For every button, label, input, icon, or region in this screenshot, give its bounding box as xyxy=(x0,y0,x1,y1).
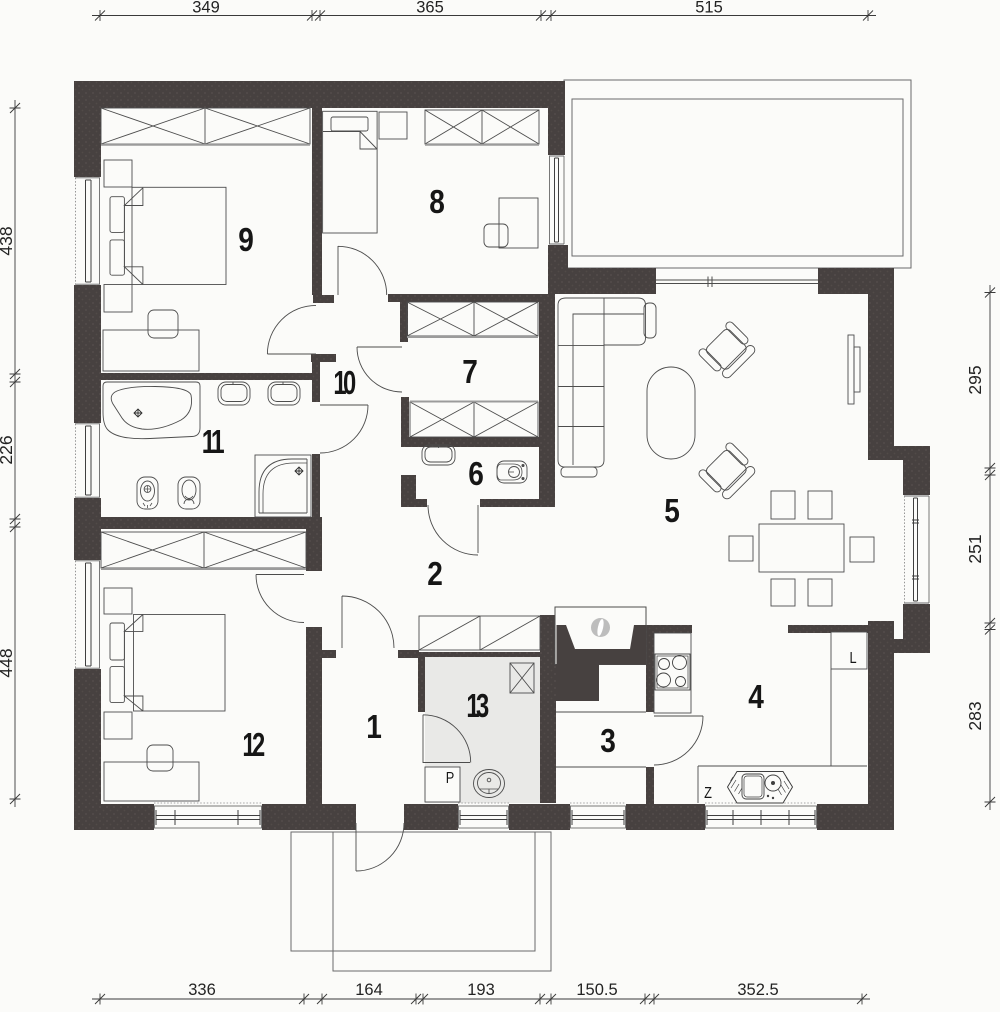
svg-text:L: L xyxy=(849,650,856,668)
svg-text:515: 515 xyxy=(695,0,723,17)
svg-text:150.5: 150.5 xyxy=(576,981,617,999)
svg-text:6: 6 xyxy=(468,456,484,493)
svg-text:365: 365 xyxy=(416,0,444,17)
svg-text:2: 2 xyxy=(427,556,443,593)
svg-text:295: 295 xyxy=(965,365,985,394)
svg-text:12: 12 xyxy=(242,727,264,764)
svg-text:283: 283 xyxy=(965,701,985,730)
svg-text:349: 349 xyxy=(192,0,220,17)
svg-text:438: 438 xyxy=(0,226,16,255)
svg-text:5: 5 xyxy=(664,493,680,530)
svg-text:11: 11 xyxy=(202,425,225,461)
svg-text:251: 251 xyxy=(965,534,985,563)
svg-text:336: 336 xyxy=(188,981,216,999)
svg-text:8: 8 xyxy=(429,184,445,221)
svg-text:P: P xyxy=(446,770,455,788)
svg-text:7: 7 xyxy=(462,354,478,391)
svg-text:352.5: 352.5 xyxy=(737,981,778,999)
svg-text:448: 448 xyxy=(0,648,16,677)
svg-text:13: 13 xyxy=(466,688,488,725)
svg-text:1: 1 xyxy=(366,709,382,746)
svg-text:Z: Z xyxy=(704,785,712,803)
svg-text:193: 193 xyxy=(467,981,495,999)
svg-text:4: 4 xyxy=(748,679,764,716)
svg-text:10: 10 xyxy=(333,365,355,402)
svg-text:3: 3 xyxy=(600,723,616,760)
svg-text:164: 164 xyxy=(355,981,383,999)
svg-text:9: 9 xyxy=(238,222,254,259)
svg-text:226: 226 xyxy=(0,435,16,464)
